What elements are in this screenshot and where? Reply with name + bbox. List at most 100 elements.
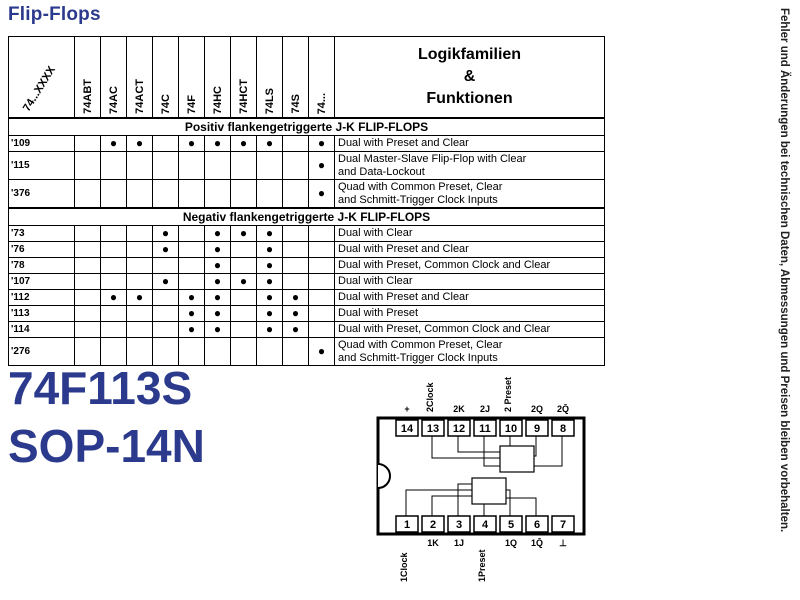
availability-dot: ● [256, 225, 283, 242]
table-row: '113●●●●Dual with Preset [8, 305, 605, 322]
type-code: '114 [8, 321, 75, 338]
type-code: '107 [8, 273, 75, 290]
corner-header: 74...XXXX [8, 36, 75, 119]
availability-empty [100, 273, 127, 290]
availability-dot: ● [204, 305, 231, 322]
pin-label: 1J [454, 538, 464, 548]
function-description: Dual with Clear [334, 225, 605, 242]
disclaimer-note: Fehler und Änderungen bei technischen Da… [778, 8, 790, 533]
availability-empty [152, 321, 179, 338]
description-line: Dual with Preset, Common Clock and Clear [338, 259, 551, 271]
availability-dot: ● [126, 289, 153, 306]
availability-empty [74, 241, 101, 258]
availability-empty [126, 179, 153, 209]
availability-empty [178, 337, 205, 366]
family-header-1: 74AC [100, 36, 127, 119]
availability-empty [204, 179, 231, 209]
availability-empty [230, 257, 257, 274]
family-label: 74ACT [133, 79, 146, 114]
availability-empty [178, 273, 205, 290]
availability-empty [230, 321, 257, 338]
section-row-negative: Negativ flankengetriggerte J-K FLIP-FLOP… [8, 207, 605, 226]
availability-empty [282, 135, 309, 152]
availability-empty [74, 321, 101, 338]
header-funktionen: Funktionen [426, 90, 513, 107]
availability-empty [152, 179, 179, 209]
package-type: SOP-14N [8, 420, 205, 472]
availability-dot: ● [282, 305, 309, 322]
availability-dot: ● [308, 135, 335, 152]
pin-number: 12 [453, 423, 465, 435]
availability-empty [204, 151, 231, 180]
pin-label: + [404, 404, 409, 414]
pin-box [395, 419, 419, 437]
pin-box [447, 515, 471, 533]
type-code: '78 [8, 257, 75, 274]
function-description: Dual with Preset, Common Clock and Clear [334, 257, 605, 274]
availability-dot: ● [204, 135, 231, 152]
section-heading-positive: Positiv flankengetriggerte J-K FLIP-FLOP… [8, 117, 605, 136]
availability-empty [282, 273, 309, 290]
part-number: 74F113S [8, 362, 193, 414]
pin-label: 2 Preset [503, 377, 513, 412]
type-code: '73 [8, 225, 75, 242]
availability-empty [178, 179, 205, 209]
table-row: '109●●●●●●●Dual with Preset and Clear [8, 135, 605, 152]
page-title: Flip-Flops [8, 4, 101, 25]
availability-empty [230, 241, 257, 258]
pin-box [499, 419, 523, 437]
function-description: Dual with Clear [334, 273, 605, 290]
availability-dot: ● [230, 273, 257, 290]
availability-empty [126, 257, 153, 274]
availability-dot: ● [152, 241, 179, 258]
availability-dot: ● [256, 321, 283, 338]
family-header-5: 74HC [204, 36, 231, 119]
availability-empty [282, 337, 309, 366]
family-label: 74F [185, 95, 198, 114]
availability-empty [308, 289, 335, 306]
type-code: '113 [8, 305, 75, 322]
table-row: '76●●●Dual with Preset and Clear [8, 241, 605, 258]
availability-dot: ● [152, 225, 179, 242]
availability-empty [256, 179, 283, 209]
pin-number: 8 [560, 423, 566, 435]
availability-empty [126, 241, 153, 258]
pin-box [421, 515, 445, 533]
availability-dot: ● [204, 241, 231, 258]
availability-empty [204, 337, 231, 366]
pin-label: 1Clock [399, 551, 409, 582]
availability-dot: ● [256, 305, 283, 322]
description-line: Quad with Common Preset, Clear [338, 180, 503, 193]
availability-empty [308, 305, 335, 322]
family-header-8: 74S [282, 36, 309, 119]
family-label: 74AC [107, 85, 120, 114]
availability-dot: ● [282, 321, 309, 338]
wiring-upper [431, 436, 563, 467]
pin-number: 1 [404, 519, 410, 531]
availability-empty [282, 241, 309, 258]
availability-empty [152, 151, 179, 180]
flip-flop-2-block [499, 445, 535, 473]
availability-dot: ● [100, 289, 127, 306]
pin-box [473, 515, 497, 533]
availability-empty [308, 241, 335, 258]
pin-box [473, 419, 497, 437]
availability-dot: ● [204, 257, 231, 274]
flip-flop-1-block [471, 477, 507, 505]
availability-empty [100, 257, 127, 274]
functions-header: Logikfamilien & Funktionen [334, 36, 605, 119]
availability-dot: ● [230, 135, 257, 152]
pin-box [525, 419, 549, 437]
pin-label: 1Preset [477, 549, 487, 582]
pin-label: 2K [453, 404, 465, 414]
pin-box [395, 515, 419, 533]
availability-empty [100, 241, 127, 258]
availability-empty [74, 151, 101, 180]
pin-number: 10 [505, 423, 517, 435]
availability-empty [178, 225, 205, 242]
type-code: '109 [8, 135, 75, 152]
